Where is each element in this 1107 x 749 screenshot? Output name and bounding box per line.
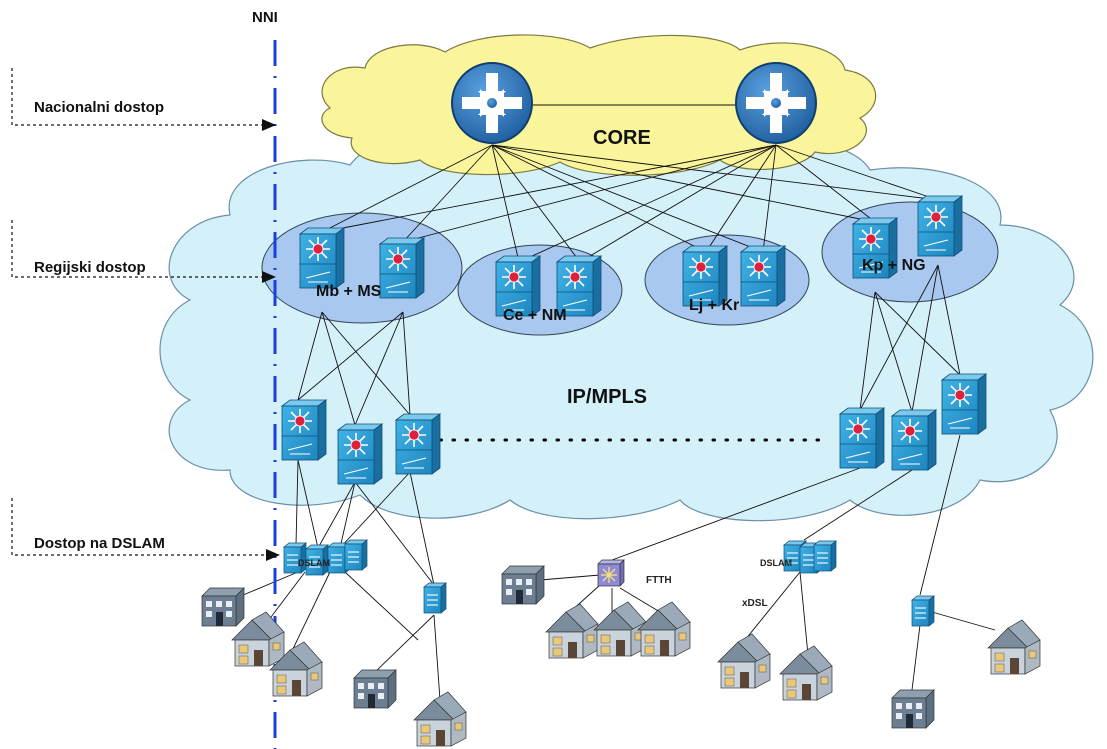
core-label: CORE — [593, 127, 651, 149]
ftth-label: FTTH — [646, 575, 672, 586]
arrow-heads — [262, 119, 280, 561]
customer-house-ftth-2 — [593, 601, 647, 657]
customer-office-right — [891, 689, 935, 729]
agg-switch-right-2 — [891, 409, 937, 471]
dslam-right-label: DSLAM — [760, 558, 792, 568]
customer-office-1 — [201, 587, 245, 627]
xdsl-label: xDSL — [742, 598, 768, 609]
access-label-regional: Regijski dostop — [34, 259, 146, 276]
agg-switch-left-2 — [337, 423, 383, 485]
customer-house-xdsl-2 — [779, 645, 833, 701]
region-label-ce-nm: Ce + NM — [503, 307, 567, 324]
core-router-2 — [735, 62, 817, 144]
customer-office-ftth — [501, 565, 545, 605]
agg-switch-right-1 — [839, 407, 885, 469]
customer-house-ftth-1 — [545, 603, 599, 659]
core-router-1 — [451, 62, 533, 144]
dslam-left-label: DSLAM — [298, 558, 330, 568]
network-links — [235, 104, 996, 701]
region-switch-ms — [379, 237, 425, 299]
region-switch-mb — [299, 227, 345, 289]
region-label-mb-ms: Mb + MS — [316, 283, 382, 300]
customer-office-2 — [353, 669, 397, 709]
region-switch-kr — [740, 245, 786, 307]
customer-house-3 — [413, 691, 467, 747]
nni-label: NNI — [252, 9, 278, 26]
access-label-dslam: Dostop na DSLAM — [34, 535, 165, 552]
region-switch-ng — [917, 195, 963, 257]
agg-switch-left-3 — [395, 413, 441, 475]
region-label-kp-ng: Kp + NG — [862, 257, 926, 274]
access-arrows — [11, 68, 268, 556]
ipmpls-label: IP/MPLS — [567, 386, 647, 408]
agg-switch-left-1 — [281, 399, 327, 461]
dslam-right-standalone — [911, 595, 935, 627]
customer-house-xdsl-1 — [717, 633, 771, 689]
access-label-national: Nacionalni dostop — [34, 99, 164, 116]
dslam-right-group — [783, 540, 837, 574]
customer-house-right — [987, 619, 1041, 675]
agg-switch-right-3 — [941, 373, 987, 435]
customer-house-ftth-3 — [637, 601, 691, 657]
dslam-left-standalone — [423, 582, 447, 614]
region-label-lj-kr: Lj + Kr — [689, 297, 739, 314]
ftth-node-icon — [597, 559, 625, 587]
